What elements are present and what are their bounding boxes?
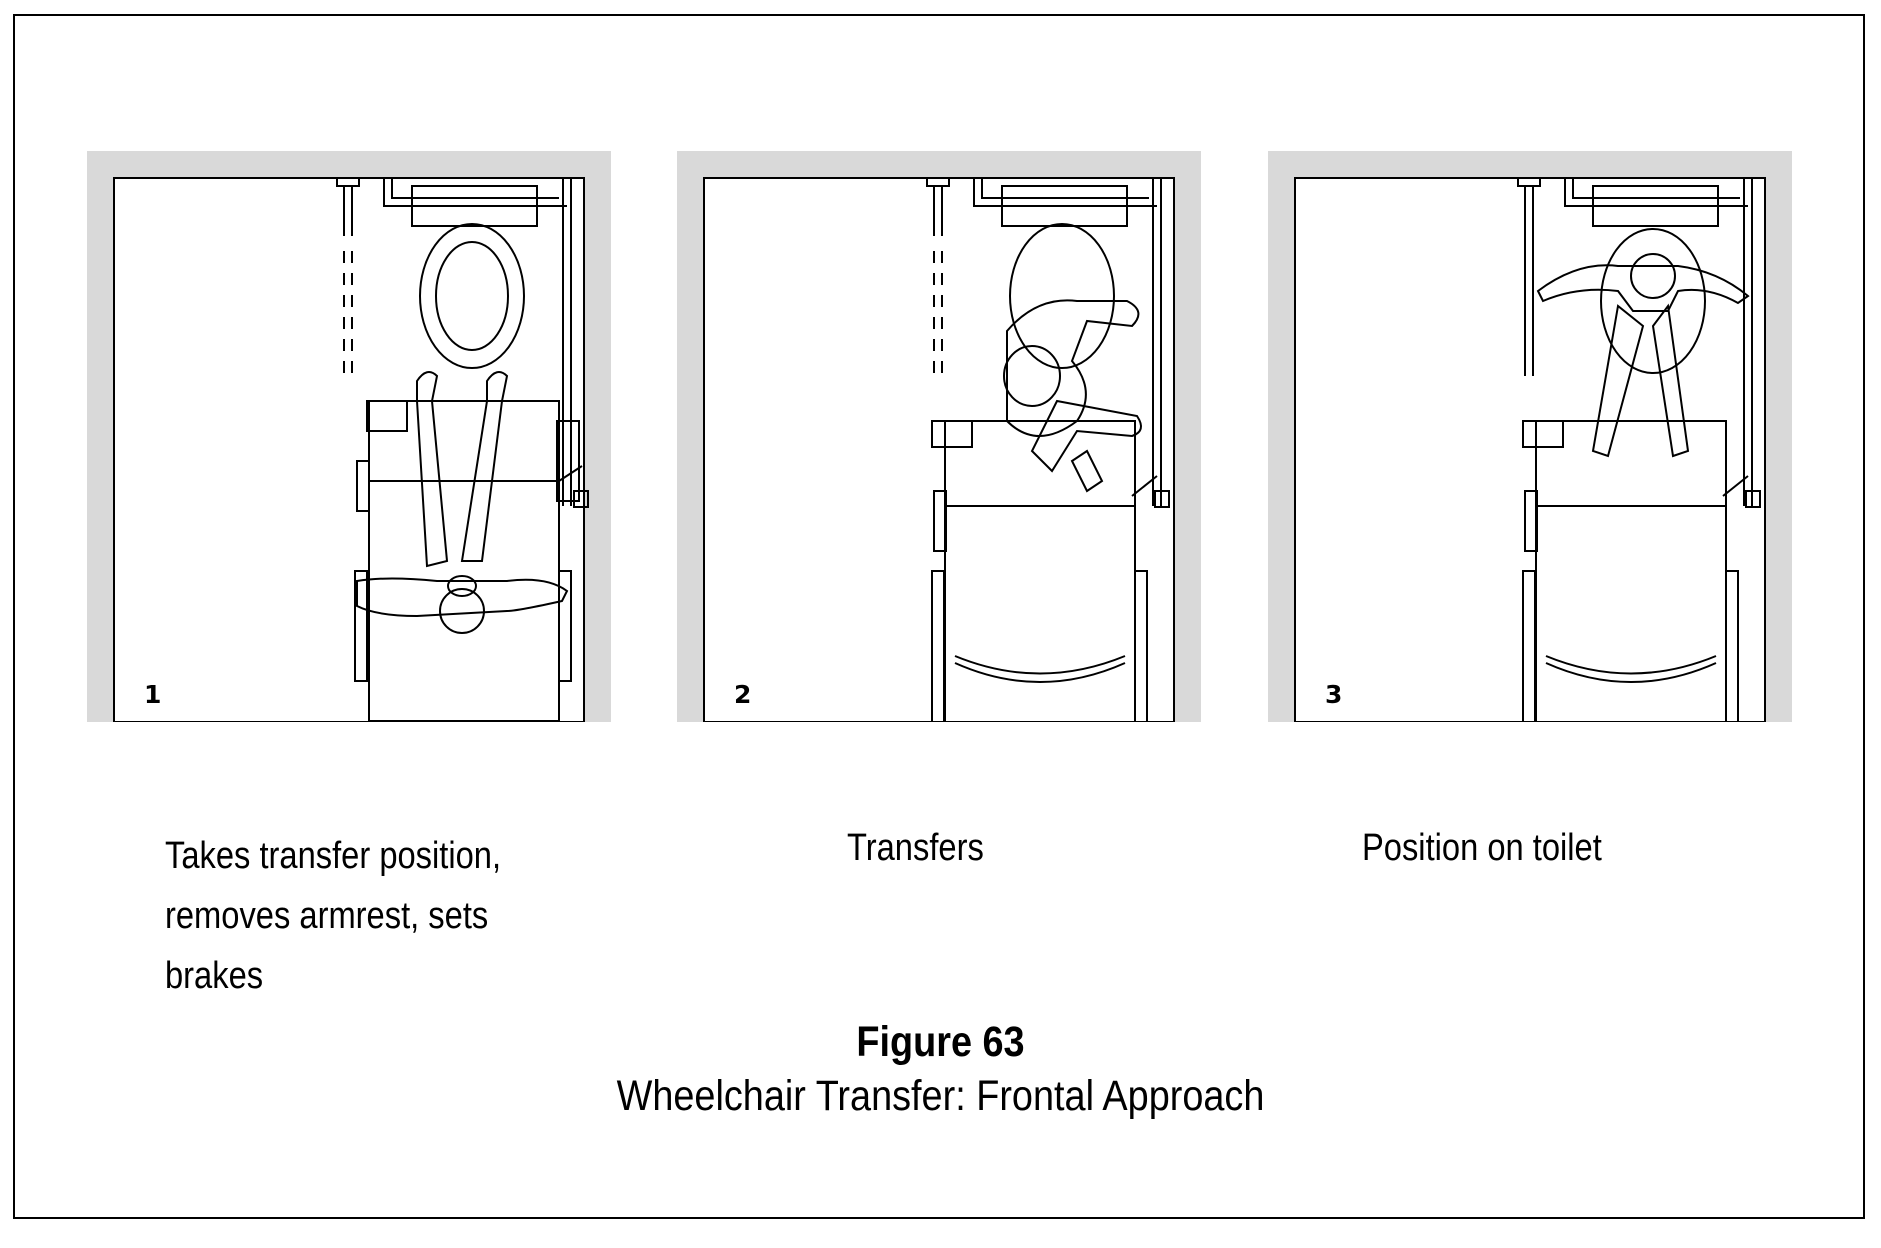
- caption-line: Transfers: [847, 827, 984, 869]
- panel-number-3: 3: [1325, 680, 1343, 709]
- diagram-panel-3: 3: [1268, 151, 1792, 722]
- diagram-panel-2: 2: [677, 151, 1201, 722]
- panel-caption-2: Transfers: [847, 818, 984, 878]
- panel-number-1: 1: [144, 680, 162, 709]
- panel-caption-1: Takes transfer position, removes armrest…: [165, 826, 501, 1006]
- toilet-stall-drawing-2: [677, 151, 1201, 722]
- caption-line: brakes: [165, 955, 264, 997]
- panel-caption-3: Position on toilet: [1362, 818, 1602, 878]
- toilet-stall-drawing-3: [1268, 151, 1792, 722]
- diagram-panel-1: 1: [87, 151, 611, 722]
- figure-subtitle: Wheelchair Transfer: Frontal Approach: [616, 1072, 1265, 1120]
- caption-line: removes armrest, sets: [165, 895, 489, 937]
- toilet-stall-drawing-1: [87, 151, 611, 722]
- figure-title: Figure 63: [856, 1018, 1025, 1066]
- caption-line: Takes transfer position,: [165, 835, 502, 877]
- caption-line: Position on toilet: [1362, 827, 1602, 869]
- figure-frame: [13, 14, 1865, 1219]
- panel-number-2: 2: [734, 680, 752, 709]
